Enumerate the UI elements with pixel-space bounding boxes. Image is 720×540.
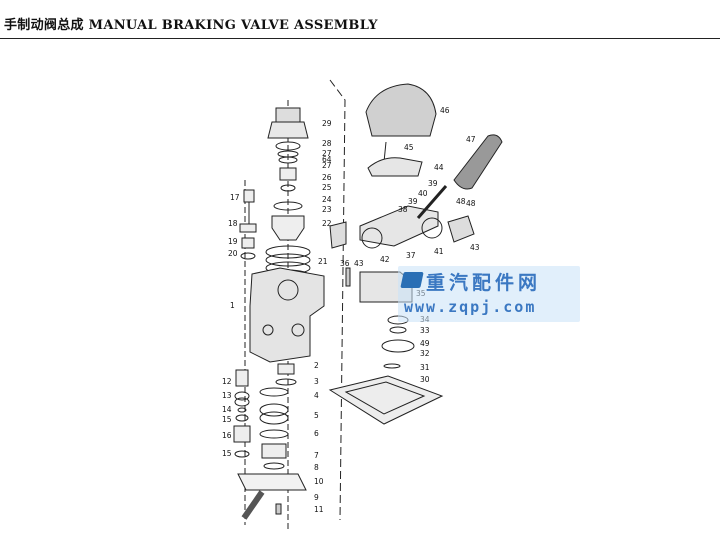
top-cap-part — [267, 107, 309, 139]
lever-assembly — [329, 185, 475, 249]
callout: 42 — [380, 255, 390, 264]
callout: 12 — [222, 377, 232, 386]
callout: 15 — [222, 449, 232, 458]
callout: 33 — [420, 326, 430, 335]
callout: 48 — [456, 197, 466, 206]
cover-46 — [365, 83, 437, 137]
callout: 44 — [434, 163, 444, 172]
callout: 32 — [420, 349, 430, 358]
callout: 64 — [322, 155, 332, 164]
callout: 38 — [398, 205, 408, 214]
spring-seat-stack — [271, 141, 305, 241]
callout: 16 — [222, 431, 232, 440]
callout: 48 — [466, 199, 476, 208]
callout: 45 — [404, 143, 414, 152]
callout: 6 — [314, 429, 319, 438]
handle-47 — [453, 134, 503, 190]
callout: 2 — [314, 361, 319, 370]
bracket-44 — [367, 157, 423, 177]
watermark-panel — [398, 266, 580, 322]
callout: 23 — [322, 205, 332, 214]
callout: 22 — [322, 219, 332, 228]
callout: 11 — [314, 505, 324, 514]
callout: 36 — [340, 259, 350, 268]
callout: 43 — [470, 243, 480, 252]
callout: 5 — [314, 411, 319, 420]
callout: 27 — [322, 149, 332, 158]
callout: 41 — [434, 247, 444, 256]
callout: 29 — [322, 119, 332, 128]
callout: 7 — [314, 451, 319, 460]
callout: 15 — [222, 415, 232, 424]
callout: 46 — [440, 106, 450, 115]
divider-line — [329, 79, 346, 521]
callout: 26 — [322, 173, 332, 182]
callout: 31 — [420, 363, 430, 372]
callout: 37 — [406, 251, 416, 260]
callout: 4 — [314, 391, 319, 400]
watermark-logo-icon — [400, 272, 424, 288]
callout: 21 — [318, 257, 328, 266]
callout: 19 — [228, 237, 238, 246]
callout: 27 — [322, 161, 332, 170]
watermark-url: www.zqpj.com — [404, 298, 537, 316]
callout: 28 — [322, 139, 332, 148]
valve-body — [249, 267, 325, 363]
callout: 49 — [420, 339, 430, 348]
title-rule — [0, 38, 720, 39]
callout: 14 — [222, 405, 232, 414]
callout: 30 — [420, 375, 430, 384]
left-valve-stack — [233, 369, 251, 458]
callout: 39 — [408, 197, 418, 206]
plunger-17-20 — [239, 189, 257, 260]
callout: 40 — [418, 189, 428, 198]
callout: 17 — [230, 193, 240, 202]
callout: 1 — [230, 301, 235, 310]
base-plate-30 — [328, 375, 444, 425]
callout: 25 — [322, 183, 332, 192]
seals-31-34-49 — [381, 315, 415, 369]
callout: 9 — [314, 493, 319, 502]
callout: 3 — [314, 377, 319, 386]
callout: 47 — [466, 135, 476, 144]
callout: 8 — [314, 463, 319, 472]
watermark-site-name: 重汽配件网 — [426, 272, 542, 294]
callout: 24 — [322, 195, 332, 204]
page-title: 手制动阀总成 MANUAL BRAKING VALVE ASSEMBLY — [4, 18, 378, 33]
callout: 10 — [314, 477, 324, 486]
callout: 39 — [428, 179, 438, 188]
callout: 13 — [222, 391, 232, 400]
callout: 43 — [354, 259, 364, 268]
callout: 18 — [228, 219, 238, 228]
callout: 20 — [228, 249, 238, 258]
lower-stack — [237, 363, 307, 520]
